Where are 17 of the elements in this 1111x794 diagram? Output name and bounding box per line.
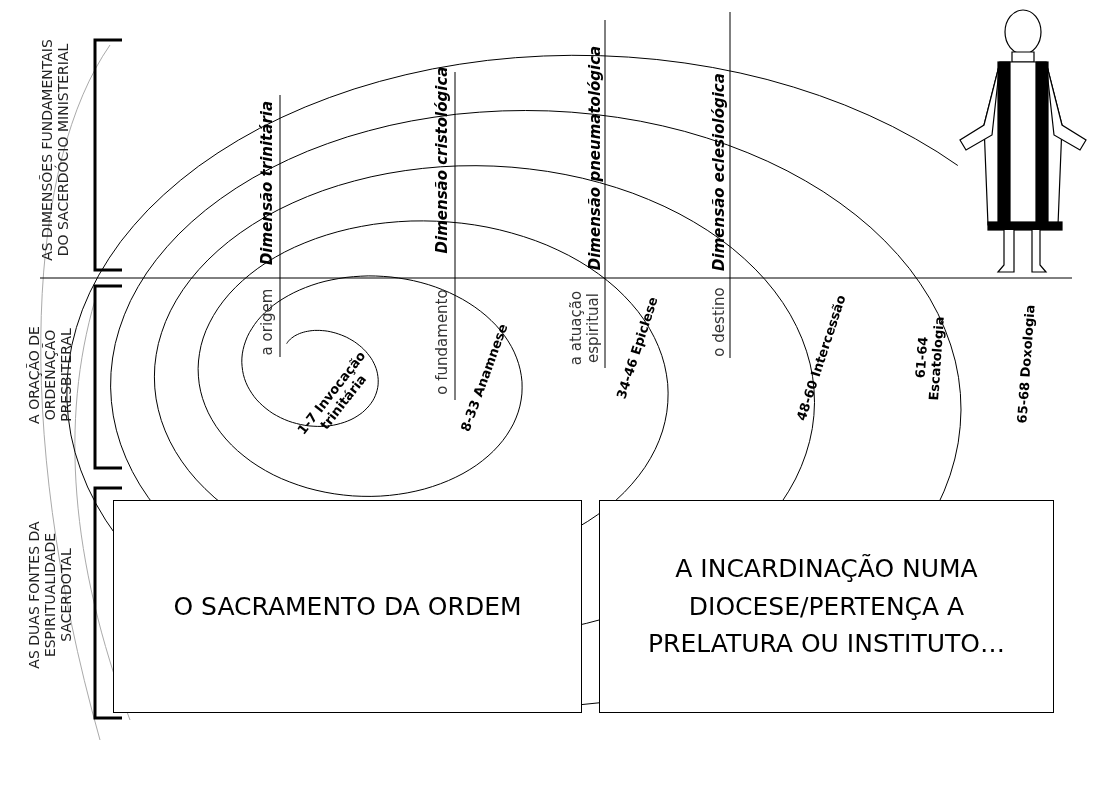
box-text: A INCARDINAÇÃO NUMA DIOCESE/PERTENÇA A PRELATURA OU INSTITUTO… xyxy=(647,553,1006,661)
side-heading: AS DUAS FONTES DA ESPIRITUALIDADE SACERDOTAL xyxy=(25,520,75,671)
dimension-note: a origem xyxy=(259,287,277,358)
dimension-note: o fundamento xyxy=(434,288,452,397)
side-heading: AS DIMENSÕES FUNDAMENTAIS DO SACERDÓCIO MINISTERIAL xyxy=(38,38,72,263)
dimension-label: Dimensão pneumatológica xyxy=(587,44,605,273)
dimension-note: o destino xyxy=(711,286,729,359)
prayer-section-label: 65-68 Doxologia xyxy=(1015,303,1039,425)
box-text: O SACRAMENTO DA ORDEM xyxy=(172,590,523,623)
text-box xyxy=(599,500,1054,713)
side-heading: A ORAÇÃO DE ORDENAÇÃO PRESBITERAL xyxy=(25,325,75,426)
dimension-note: a atuação espiritual xyxy=(567,289,603,368)
prayer-section-label: 61-64 Escatologia xyxy=(911,314,948,403)
dimension-label: Dimensão trinitária xyxy=(259,99,277,268)
text-box xyxy=(113,500,582,713)
dimension-label: Dimensão eclesiológica xyxy=(711,72,729,273)
dimension-label: Dimensão cristológica xyxy=(434,65,452,256)
